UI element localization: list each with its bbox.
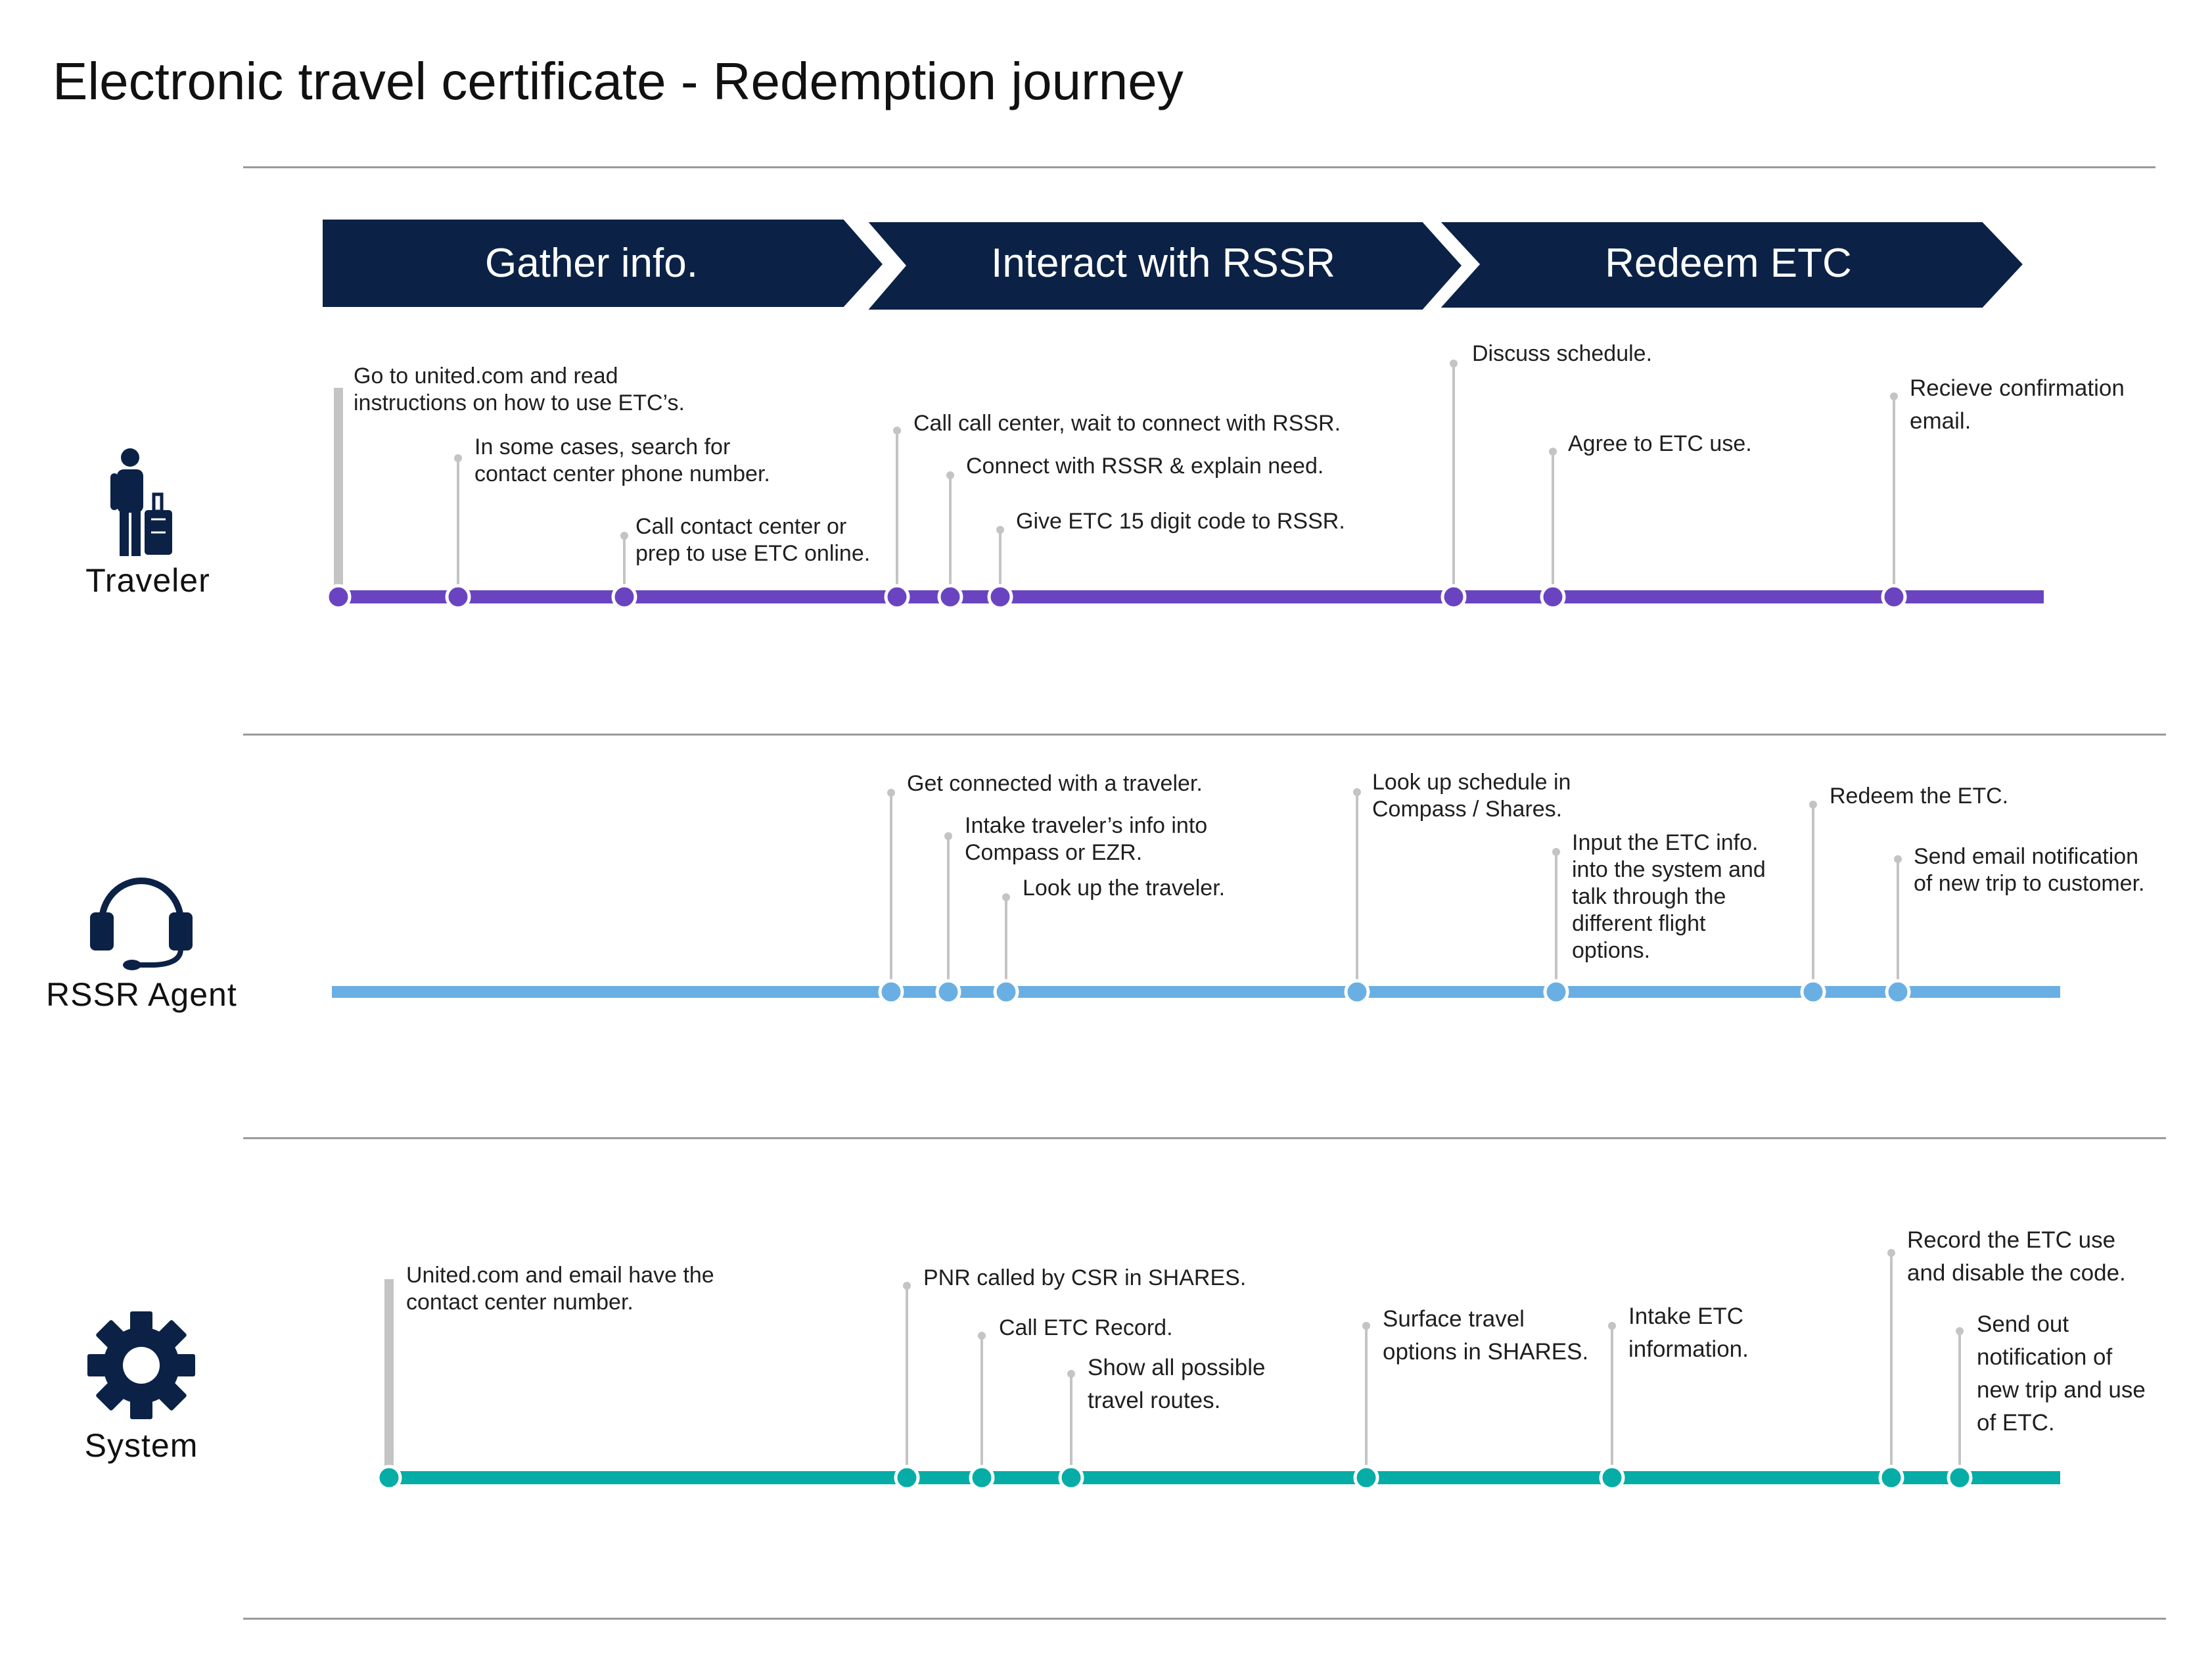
timeline-node xyxy=(987,584,1013,610)
timeline-node xyxy=(445,584,471,610)
divider-agent-system xyxy=(243,1137,2166,1139)
step-label: Show all possible travel routes. xyxy=(1088,1355,1266,1413)
step-label: Look up schedule in Compass / Shares. xyxy=(1372,770,1571,822)
step-label: Redeem the ETC. xyxy=(1830,784,2009,809)
step-label: Send out notification of new trip and us… xyxy=(1977,1311,2146,1436)
step-label: Record the ETC use and disable the code. xyxy=(1907,1227,2126,1286)
step-stem-tip xyxy=(1353,788,1361,796)
timeline-node xyxy=(1947,1465,1973,1491)
step-label: Call ETC Record. xyxy=(999,1315,1173,1340)
step-label: Input the ETC info. into the system and … xyxy=(1572,830,1766,963)
step-stem-tip xyxy=(996,526,1004,534)
step-label: Intake traveler’s info into Compass or E… xyxy=(965,813,1208,865)
step-label: Recieve confirmation email. xyxy=(1910,375,2125,434)
step-stem-tip xyxy=(1362,1322,1370,1330)
headset-icon xyxy=(90,878,193,970)
timeline-node xyxy=(1058,1465,1084,1491)
step-label: United.com and email have the contact ce… xyxy=(406,1263,714,1315)
phase-bar: Gather info. Interact with RSSR Redeem E… xyxy=(0,0,2212,329)
actor-label-system: System xyxy=(84,1427,198,1464)
timeline-node xyxy=(935,979,961,1005)
step-stem-tip xyxy=(946,471,954,479)
timeline-node xyxy=(894,1465,920,1491)
step-label: Intake ETC information. xyxy=(1628,1303,1749,1362)
phase-chevron-gather xyxy=(319,216,888,311)
timeline-node xyxy=(1800,979,1826,1005)
step-label: Give ETC 15 digit code to RSSR. xyxy=(1016,509,1345,534)
timeline-node xyxy=(1599,1465,1625,1491)
timeline-node xyxy=(1881,584,1907,610)
step-stem-tip xyxy=(887,789,895,797)
step-stem-tip xyxy=(1887,1249,1895,1257)
step-label: Discuss schedule. xyxy=(1472,341,1653,366)
timeline-node xyxy=(993,979,1019,1005)
actor-label-traveler: Traveler xyxy=(85,562,210,599)
phase-chevron-redeem xyxy=(1432,218,2029,312)
step-stem-tip xyxy=(944,832,952,840)
timeline-node xyxy=(1353,1465,1379,1491)
divider-bottom xyxy=(243,1618,2166,1620)
step-stem-tip xyxy=(454,454,462,462)
step-stem-tip xyxy=(903,1282,911,1290)
actor-label-agent: RSSR Agent xyxy=(46,976,237,1013)
step-label: Call call center, wait to connect with R… xyxy=(913,411,1341,436)
phase-label-gather: Gather info. xyxy=(485,240,698,286)
traveler-with-luggage-icon xyxy=(110,448,172,556)
page-title: Electronic travel certificate - Redempti… xyxy=(53,52,1184,110)
step-stem-tip xyxy=(1450,360,1458,367)
timeline-node xyxy=(1540,584,1566,610)
timeline-node xyxy=(969,1465,995,1491)
timeline-node xyxy=(878,979,904,1005)
step-stem-tip xyxy=(893,427,901,434)
step-stem-tip xyxy=(1608,1322,1616,1330)
actor-system: System xyxy=(72,1309,210,1465)
timeline-node xyxy=(325,584,352,610)
timeline-node xyxy=(376,1465,402,1491)
actor-traveler: Traveler xyxy=(72,447,223,599)
step-label: Send email notification of new trip to c… xyxy=(1914,844,2145,896)
phase-label-redeem: Redeem ETC xyxy=(1605,240,1852,286)
timeline-node xyxy=(1878,1465,1904,1491)
step-stem-tip xyxy=(1894,855,1902,863)
step-stem-tip xyxy=(620,532,628,540)
step-stem-tip xyxy=(1002,893,1010,901)
step-label: Get connected with a traveler. xyxy=(907,771,1203,796)
step-label: PNR called by CSR in SHARES. xyxy=(923,1265,1247,1290)
timeline-node xyxy=(937,584,963,610)
phase-chevron-interact xyxy=(860,218,1467,314)
step-stem-tip xyxy=(978,1332,986,1340)
timeline-node xyxy=(1440,584,1467,610)
step-stem-tip xyxy=(1549,448,1557,456)
step-label: Surface travel options in SHARES. xyxy=(1383,1306,1589,1365)
step-label: Look up the traveler. xyxy=(1023,876,1226,901)
divider-top xyxy=(243,166,2155,168)
step-label: Call contact center or prep to use ETC o… xyxy=(635,514,871,566)
step-stem-tip xyxy=(1552,848,1560,856)
step-stem-tip xyxy=(1956,1327,1964,1335)
step-stem-tip xyxy=(1067,1370,1075,1378)
step-label: Go to united.com and read instructions o… xyxy=(354,364,685,415)
actor-agent: RSSR Agent xyxy=(46,865,237,1014)
divider-traveler-agent xyxy=(243,734,2166,736)
timeline-node xyxy=(1885,979,1911,1005)
phase-label-interact: Interact with RSSR xyxy=(991,240,1335,286)
step-label: Agree to ETC use. xyxy=(1568,431,1752,456)
step-stem-tip xyxy=(1890,392,1898,400)
step-label: Connect with RSSR & explain need. xyxy=(966,454,1324,479)
step-label: In some cases, search for contact center… xyxy=(474,434,770,486)
timeline-node xyxy=(611,584,637,610)
timeline-node xyxy=(1344,979,1370,1005)
timeline-node xyxy=(884,584,910,610)
step-stem-tip xyxy=(1809,801,1817,809)
timeline-node xyxy=(1543,979,1569,1005)
gear-icon xyxy=(87,1311,195,1419)
